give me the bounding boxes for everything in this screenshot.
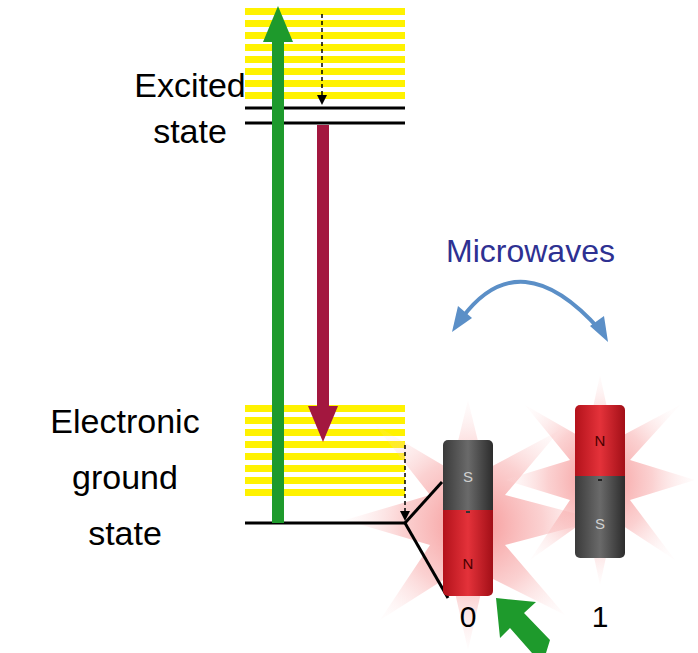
microwave-arrowheads [452,306,608,342]
magnet-1 [575,405,625,558]
qubit-state: 0 [448,600,488,634]
pole-letter: N [575,432,625,450]
excited-band [245,8,405,99]
state-label: Electronic ground state [35,393,215,561]
ground-band [245,405,405,496]
pump-arrow [496,598,550,653]
relaxation-arrow [317,14,410,521]
pole-letter: S [575,515,625,533]
excited-levels [245,108,405,123]
magnet-0 [443,440,493,596]
excitation-arrow [263,6,293,523]
microwave-arrow [462,282,600,330]
pole-letter: S [443,468,493,486]
state-label: Excited state [105,62,275,154]
microwave-label: Microwaves [446,232,686,270]
pole-letter: N [443,555,493,573]
emission-arrow [308,125,338,442]
qubit-state: 1 [580,600,620,634]
